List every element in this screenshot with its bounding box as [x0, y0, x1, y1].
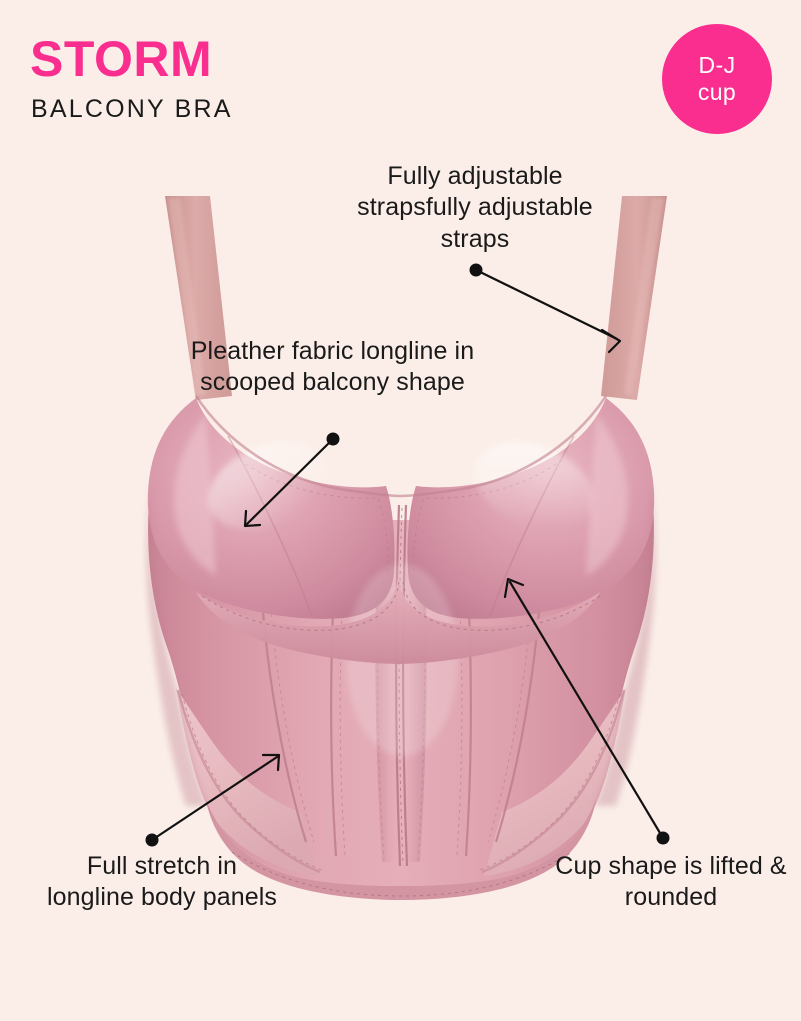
hem-edge — [206, 800, 596, 900]
callout-label-cup-shape: Cup shape is lifted & rounded — [555, 852, 787, 912]
cup-size-unit: cup — [697, 79, 737, 105]
cup-size-badge: D-J cup — [662, 24, 772, 134]
callout-label-stretch: Full stretch in longline body panels — [47, 852, 277, 912]
callout-label-straps: Fully adjustable strapsfully adjustable … — [357, 162, 593, 253]
underwire-seam — [196, 578, 601, 664]
product-subtitle: BALCONY BRA — [31, 95, 233, 123]
callout-label-pleather: Pleather fabric longline in scooped balc… — [190, 337, 475, 397]
page-title: STORM — [30, 31, 213, 87]
cup-size-range: D-J — [698, 51, 736, 78]
